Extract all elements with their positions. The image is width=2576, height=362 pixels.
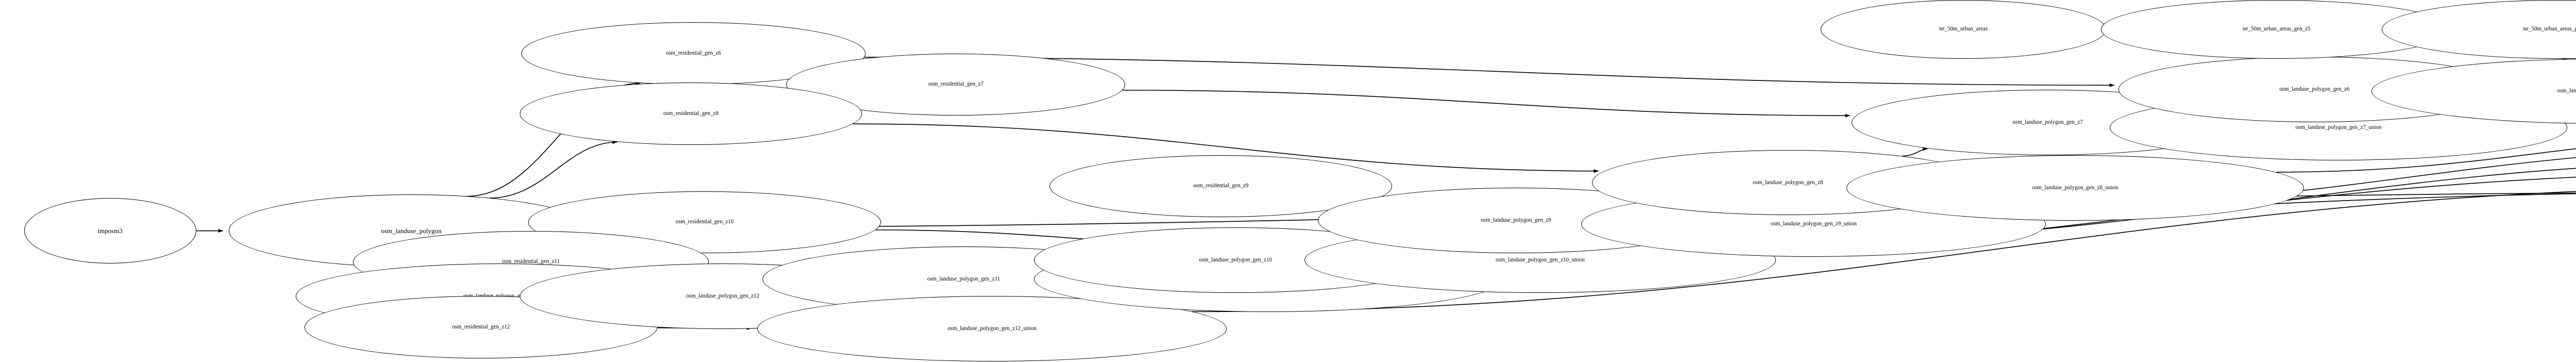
- graph-edge: [1902, 147, 1928, 157]
- graph-node-label: imposm3: [97, 227, 123, 235]
- graph-node-label: osm_residential_gen_z7: [928, 81, 984, 88]
- graph-node-ne-50m-urban-areas[interactable]: ne_50m_urban_areas: [1820, 0, 2107, 59]
- graph-node-imposm3[interactable]: imposm3: [24, 198, 196, 264]
- graph-node-label: osm_residential_gen_z10: [675, 219, 734, 225]
- graph-node-label: osm_landuse_polygon_gen_z12_union: [947, 325, 1037, 332]
- graph-edge: [489, 140, 618, 199]
- graph-node-label: osm_residential_gen_z8: [663, 110, 719, 117]
- graph-node-label: ne_50m_urban_areas_gen_z5: [2243, 26, 2311, 32]
- graph-node-label: osm_landuse_polygon_gen_z7: [2012, 119, 2083, 125]
- graph-node-label: osm_residential_gen_z12: [452, 324, 510, 331]
- graph-node-osm-landuse-polygon-gen-z8-union[interactable]: osm_landuse_polygon_gen_z8_union: [1846, 155, 2304, 221]
- graph-node-label: ne_50m_urban_areas_gen_z4: [2523, 26, 2576, 32]
- graph-node-label: osm_residential_gen_z6: [666, 50, 721, 57]
- graph-node-osm-residential-gen-z8[interactable]: osm_residential_gen_z8: [519, 83, 862, 145]
- graph-node-label: osm_landuse_polygon_gen_z7_union: [2295, 124, 2382, 130]
- graph-node-label: osm_landuse_polygon_gen_z12: [686, 292, 759, 299]
- graph-node-label: osm_residential_gen_z9: [1193, 183, 1249, 189]
- graph-node-label: osm_landuse_polygon_gen_z6_union: [2557, 88, 2576, 94]
- graph-node-label: ne_50m_urban_areas: [1939, 26, 1988, 32]
- graph-node-label: osm_landuse_polygon_gen_z6: [2279, 86, 2350, 93]
- graph-node-label: osm_landuse_polygon_gen_z8: [1753, 179, 1823, 186]
- graph-node-label: osm_landuse_polygon_gen_z10: [1199, 256, 1273, 263]
- graph-node-label: osm_landuse_polygon_gen_z11: [927, 275, 1001, 282]
- graph-node-label: osm_landuse_polygon_gen_z8_union: [2032, 184, 2119, 191]
- graph-node-label: osm_landuse_polygon_gen_z10_union: [1496, 256, 1585, 263]
- graph-edge: [1122, 90, 1851, 118]
- graph-node-label: osm_landuse_polygon_gen_z9: [1481, 217, 1551, 223]
- graph-node-ne-50m-urban-areas-gen-z4[interactable]: ne_50m_urban_areas_gen_z4: [2381, 0, 2576, 59]
- graph-node-label: osm_landuse_polygon_gen_z9_union: [1770, 220, 1857, 227]
- graph-node-label: osm_landuse_polygon: [381, 227, 442, 235]
